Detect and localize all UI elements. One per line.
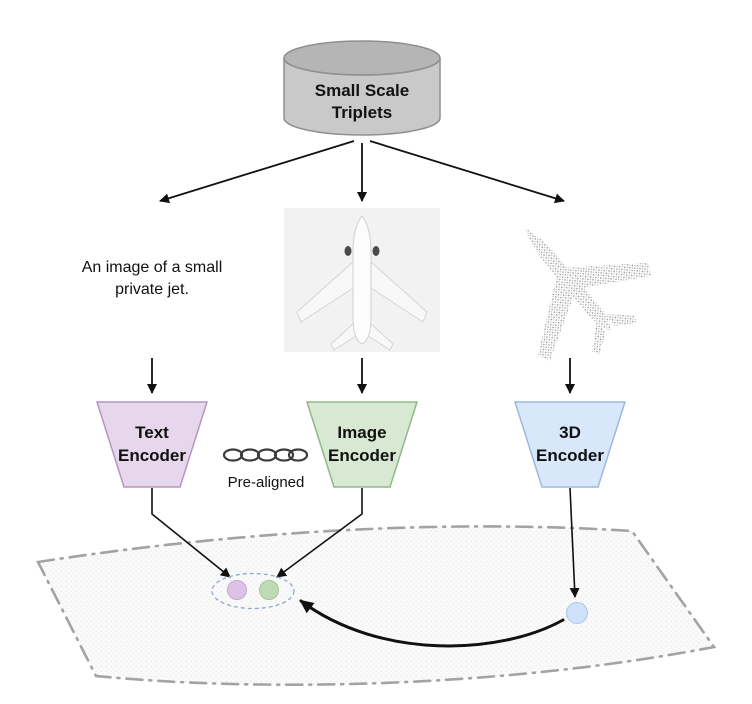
threed-encoder-label-line1: 3D — [559, 423, 581, 442]
aligned-cluster-ellipse — [211, 572, 295, 610]
jet-fuselage — [352, 215, 372, 345]
text-embedding-dot — [227, 580, 247, 600]
cylinder-top — [283, 40, 441, 76]
caption-line2: private jet. — [115, 281, 189, 298]
chain-link-2 — [239, 448, 261, 462]
jet-image — [284, 208, 440, 352]
arrow-dataset-to-3d — [369, 140, 565, 204]
dataset-label-line1: Small Scale — [315, 81, 410, 100]
text-sample: An image of a small private jet. — [82, 259, 223, 298]
alignment-arrow — [299, 599, 565, 648]
pointcloud-left-tail — [591, 322, 606, 355]
threed-encoder: 3D Encoder — [513, 401, 627, 488]
pointcloud-fuselage — [524, 227, 611, 331]
text-encoder-label-line1: Text — [135, 423, 169, 442]
arrow-dataset-to-text — [159, 140, 355, 204]
image-encoder-label-line2: Encoder — [328, 446, 396, 465]
chain-link-3 — [256, 448, 278, 462]
image-embedding-dot — [259, 580, 279, 600]
threed-encoder-shape — [513, 401, 627, 488]
chain-link-icon — [222, 448, 309, 462]
prealigned-label: Pre-aligned — [228, 474, 305, 491]
chain-link-1 — [222, 448, 244, 462]
threed-encoder-label-line2: Encoder — [536, 446, 604, 465]
chain-link-5 — [287, 448, 309, 462]
text-encoder-label-line2: Encoder — [118, 446, 186, 465]
jet-right-engine — [372, 246, 380, 256]
threed-embedding-dot — [566, 602, 588, 624]
embedding-space-surface — [36, 525, 717, 687]
image-encoder-label-line1: Image — [337, 423, 386, 442]
caption-line1: An image of a small — [82, 259, 223, 276]
text-encoder-shape — [95, 401, 209, 488]
connector-image-encoder-to-dot — [276, 488, 363, 578]
dataset-cylinder: Small Scale Triplets — [283, 40, 441, 136]
pointcloud-jet — [524, 227, 652, 361]
chain-link-4 — [273, 448, 295, 462]
jet-left-engine — [344, 246, 352, 256]
text-encoder: Text Encoder — [95, 401, 209, 488]
dataset-label-line2: Triplets — [332, 103, 392, 122]
pointcloud-right-wing — [567, 262, 652, 288]
connector-text-encoder-to-dot — [151, 488, 231, 578]
pointcloud-left-wing — [537, 276, 574, 361]
pointcloud-right-tail — [605, 314, 637, 326]
image-encoder: Image Encoder — [305, 401, 419, 488]
connector-3d-encoder-to-dot — [569, 487, 580, 598]
image-encoder-shape — [305, 401, 419, 488]
